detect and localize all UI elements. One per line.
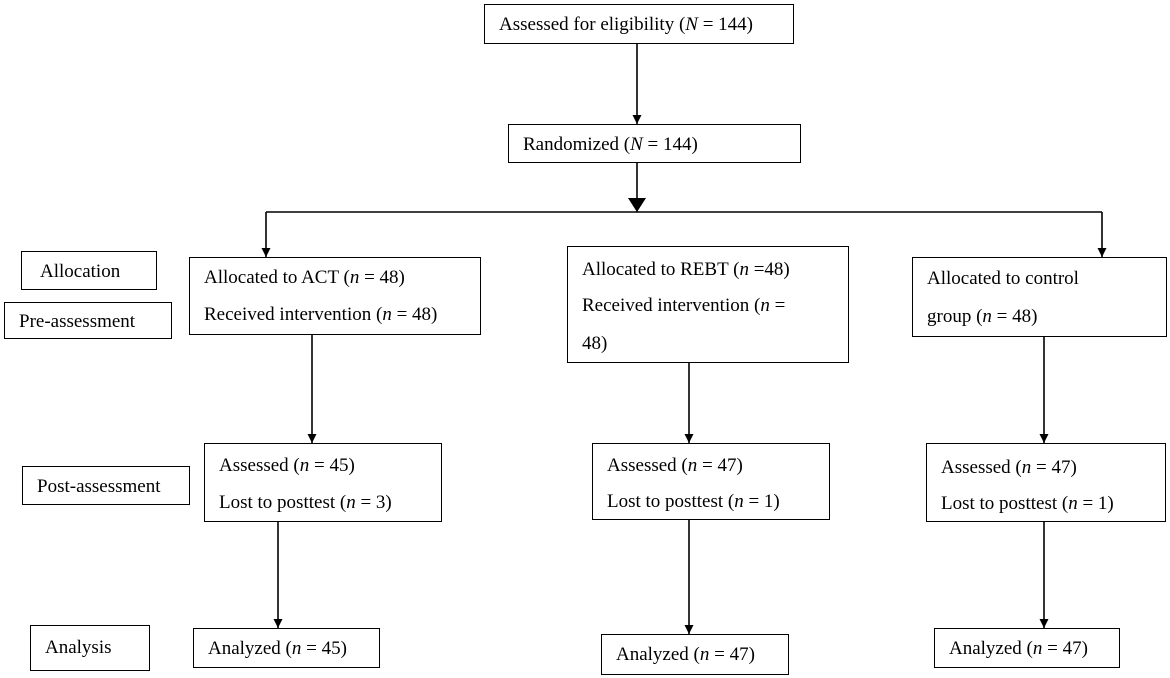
act-lost-text: Lost to posttest (n = 3) [219,492,392,513]
control-lost-text: Lost to posttest (n = 1) [941,493,1114,514]
control-assessed-text: Assessed (n = 47) [941,457,1077,478]
rebt-assessed-text: Assessed (n = 47) [607,455,743,476]
control-analyzed-box: Analyzed (n = 47) [934,628,1120,668]
stage-label-allocation: Allocation [21,251,157,290]
act-analyzed-text: Analyzed (n = 45) [208,638,347,659]
stage-label-pre-assessment: Pre-assessment [4,302,172,339]
act-received-text: Received intervention (n = 48) [204,304,438,325]
rebt-lost-text: Lost to posttest (n = 1) [607,491,780,512]
rebt-analyzed-text: Analyzed (n = 47) [616,644,755,665]
eligibility-box: Assessed for eligibility (N = 144) [484,4,794,44]
rebt-received-cont-text: 48) [582,333,608,354]
act-allocated-text: Allocated to ACT (n = 48) [204,267,405,288]
act-post-box: Assessed (n = 45) Lost to posttest (n = … [204,443,442,522]
randomized-box: Randomized (N = 144) [508,124,801,163]
rebt-post-box: Assessed (n = 47) Lost to posttest (n = … [592,443,830,520]
randomized-text: Randomized (N = 144) [523,134,698,155]
eligibility-text: Assessed for eligibility (N = 144) [499,14,754,35]
control-post-box: Assessed (n = 47) Lost to posttest (n = … [926,443,1166,522]
act-assessed-text: Assessed (n = 45) [219,455,355,476]
stage-label-post-assessment: Post-assessment [22,466,190,505]
rebt-allocated-text: Allocated to REBT (n =48) [582,259,790,280]
rebt-received-text: Received intervention (n = [582,295,786,316]
rebt-analyzed-box: Analyzed (n = 47) [601,634,789,675]
control-allocation-box: Allocated to control group (n = 48) [912,257,1167,337]
stage-label-analysis: Analysis [30,625,150,671]
control-allocated-text: Allocated to control [927,268,1079,289]
act-allocation-box: Allocated to ACT (n = 48) Received inter… [189,257,481,335]
control-group-text: group (n = 48) [927,306,1038,327]
act-analyzed-box: Analyzed (n = 45) [193,628,380,668]
control-analyzed-text: Analyzed (n = 47) [949,638,1088,659]
arrowhead-randomized-split [628,198,646,212]
rebt-allocation-box: Allocated to REBT (n =48) Received inter… [567,246,849,363]
